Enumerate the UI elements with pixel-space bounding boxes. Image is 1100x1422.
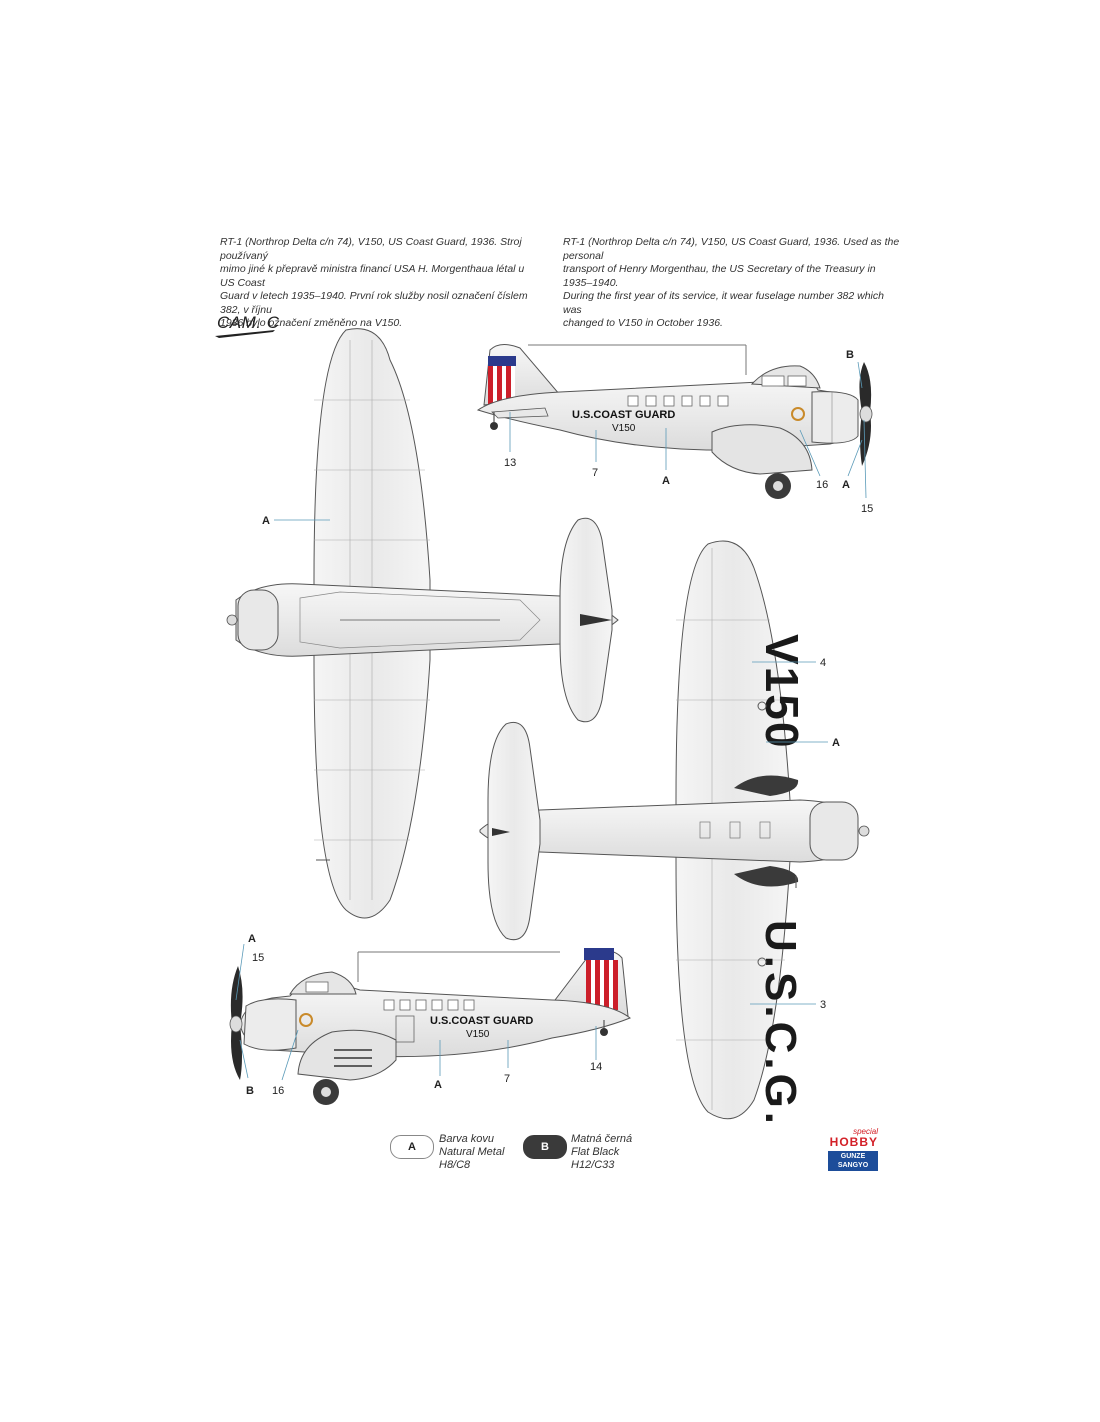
callout-under-a: A — [832, 737, 840, 749]
caption-english: RT-1 (Northrop Delta c/n 74), V150, US C… — [563, 236, 900, 329]
callout-13: 13 — [504, 457, 516, 469]
callout-bs-a: A — [248, 933, 256, 945]
callout-bs-14: 14 — [590, 1061, 602, 1073]
serial-text-top: V150 — [612, 423, 636, 434]
callout-bs-b: B — [246, 1085, 254, 1097]
wing-serial: V150 — [756, 634, 808, 749]
callout-bs-a2: A — [434, 1079, 442, 1091]
callout-a-prop: A — [842, 479, 850, 491]
callout-bs-7: 7 — [504, 1073, 510, 1085]
wing-uscg: U.S.C.G. — [756, 920, 805, 1128]
rudder-stripes-bottom — [584, 948, 618, 1010]
side-view-bottom: U.S.COAST GUARD V150 A 15 B 16 A 7 14 — [229, 933, 631, 1105]
callout-15: 15 — [861, 503, 873, 515]
callout-3: 3 — [820, 999, 826, 1011]
callout-plan-a: A — [262, 515, 270, 527]
scheme-title-underline — [215, 330, 275, 338]
fuselage-text-bottom: U.S.COAST GUARD — [430, 1015, 533, 1027]
publisher-logo: special HOBBY GUNZE SANGYO — [828, 1127, 878, 1171]
callout-b: B — [846, 349, 854, 361]
plan-view-top: A — [226, 328, 619, 919]
legend-swatch-b: B — [523, 1135, 567, 1159]
legend-swatch-a: A — [390, 1135, 434, 1159]
legend-text-b: Matná černá Flat Black H12/C33 — [571, 1133, 633, 1171]
callout-bs-16: 16 — [272, 1085, 284, 1097]
callout-bs-15: 15 — [252, 952, 264, 964]
scheme-title: CAM. C — [217, 313, 280, 332]
callout-4: 4 — [820, 657, 826, 669]
legend-text-a: Barva kovu Natural Metal H8/C8 — [439, 1133, 505, 1171]
callout-a: A — [662, 475, 670, 487]
serial-text-bottom: V150 — [466, 1029, 490, 1040]
callout-7: 7 — [592, 467, 598, 479]
side-view-top: U.S.COAST GUARD V150 13 7 A 16 A 15 B — [476, 344, 873, 515]
plan-view-bottom: V150 U.S.C.G. 4 A 3 — [479, 540, 870, 1128]
callout-16: 16 — [816, 479, 828, 491]
fuselage-text-top: U.S.COAST GUARD — [572, 409, 675, 421]
rudder-stripes-top — [488, 356, 516, 404]
caption-czech: RT-1 (Northrop Delta c/n 74), V150, US C… — [220, 236, 528, 329]
